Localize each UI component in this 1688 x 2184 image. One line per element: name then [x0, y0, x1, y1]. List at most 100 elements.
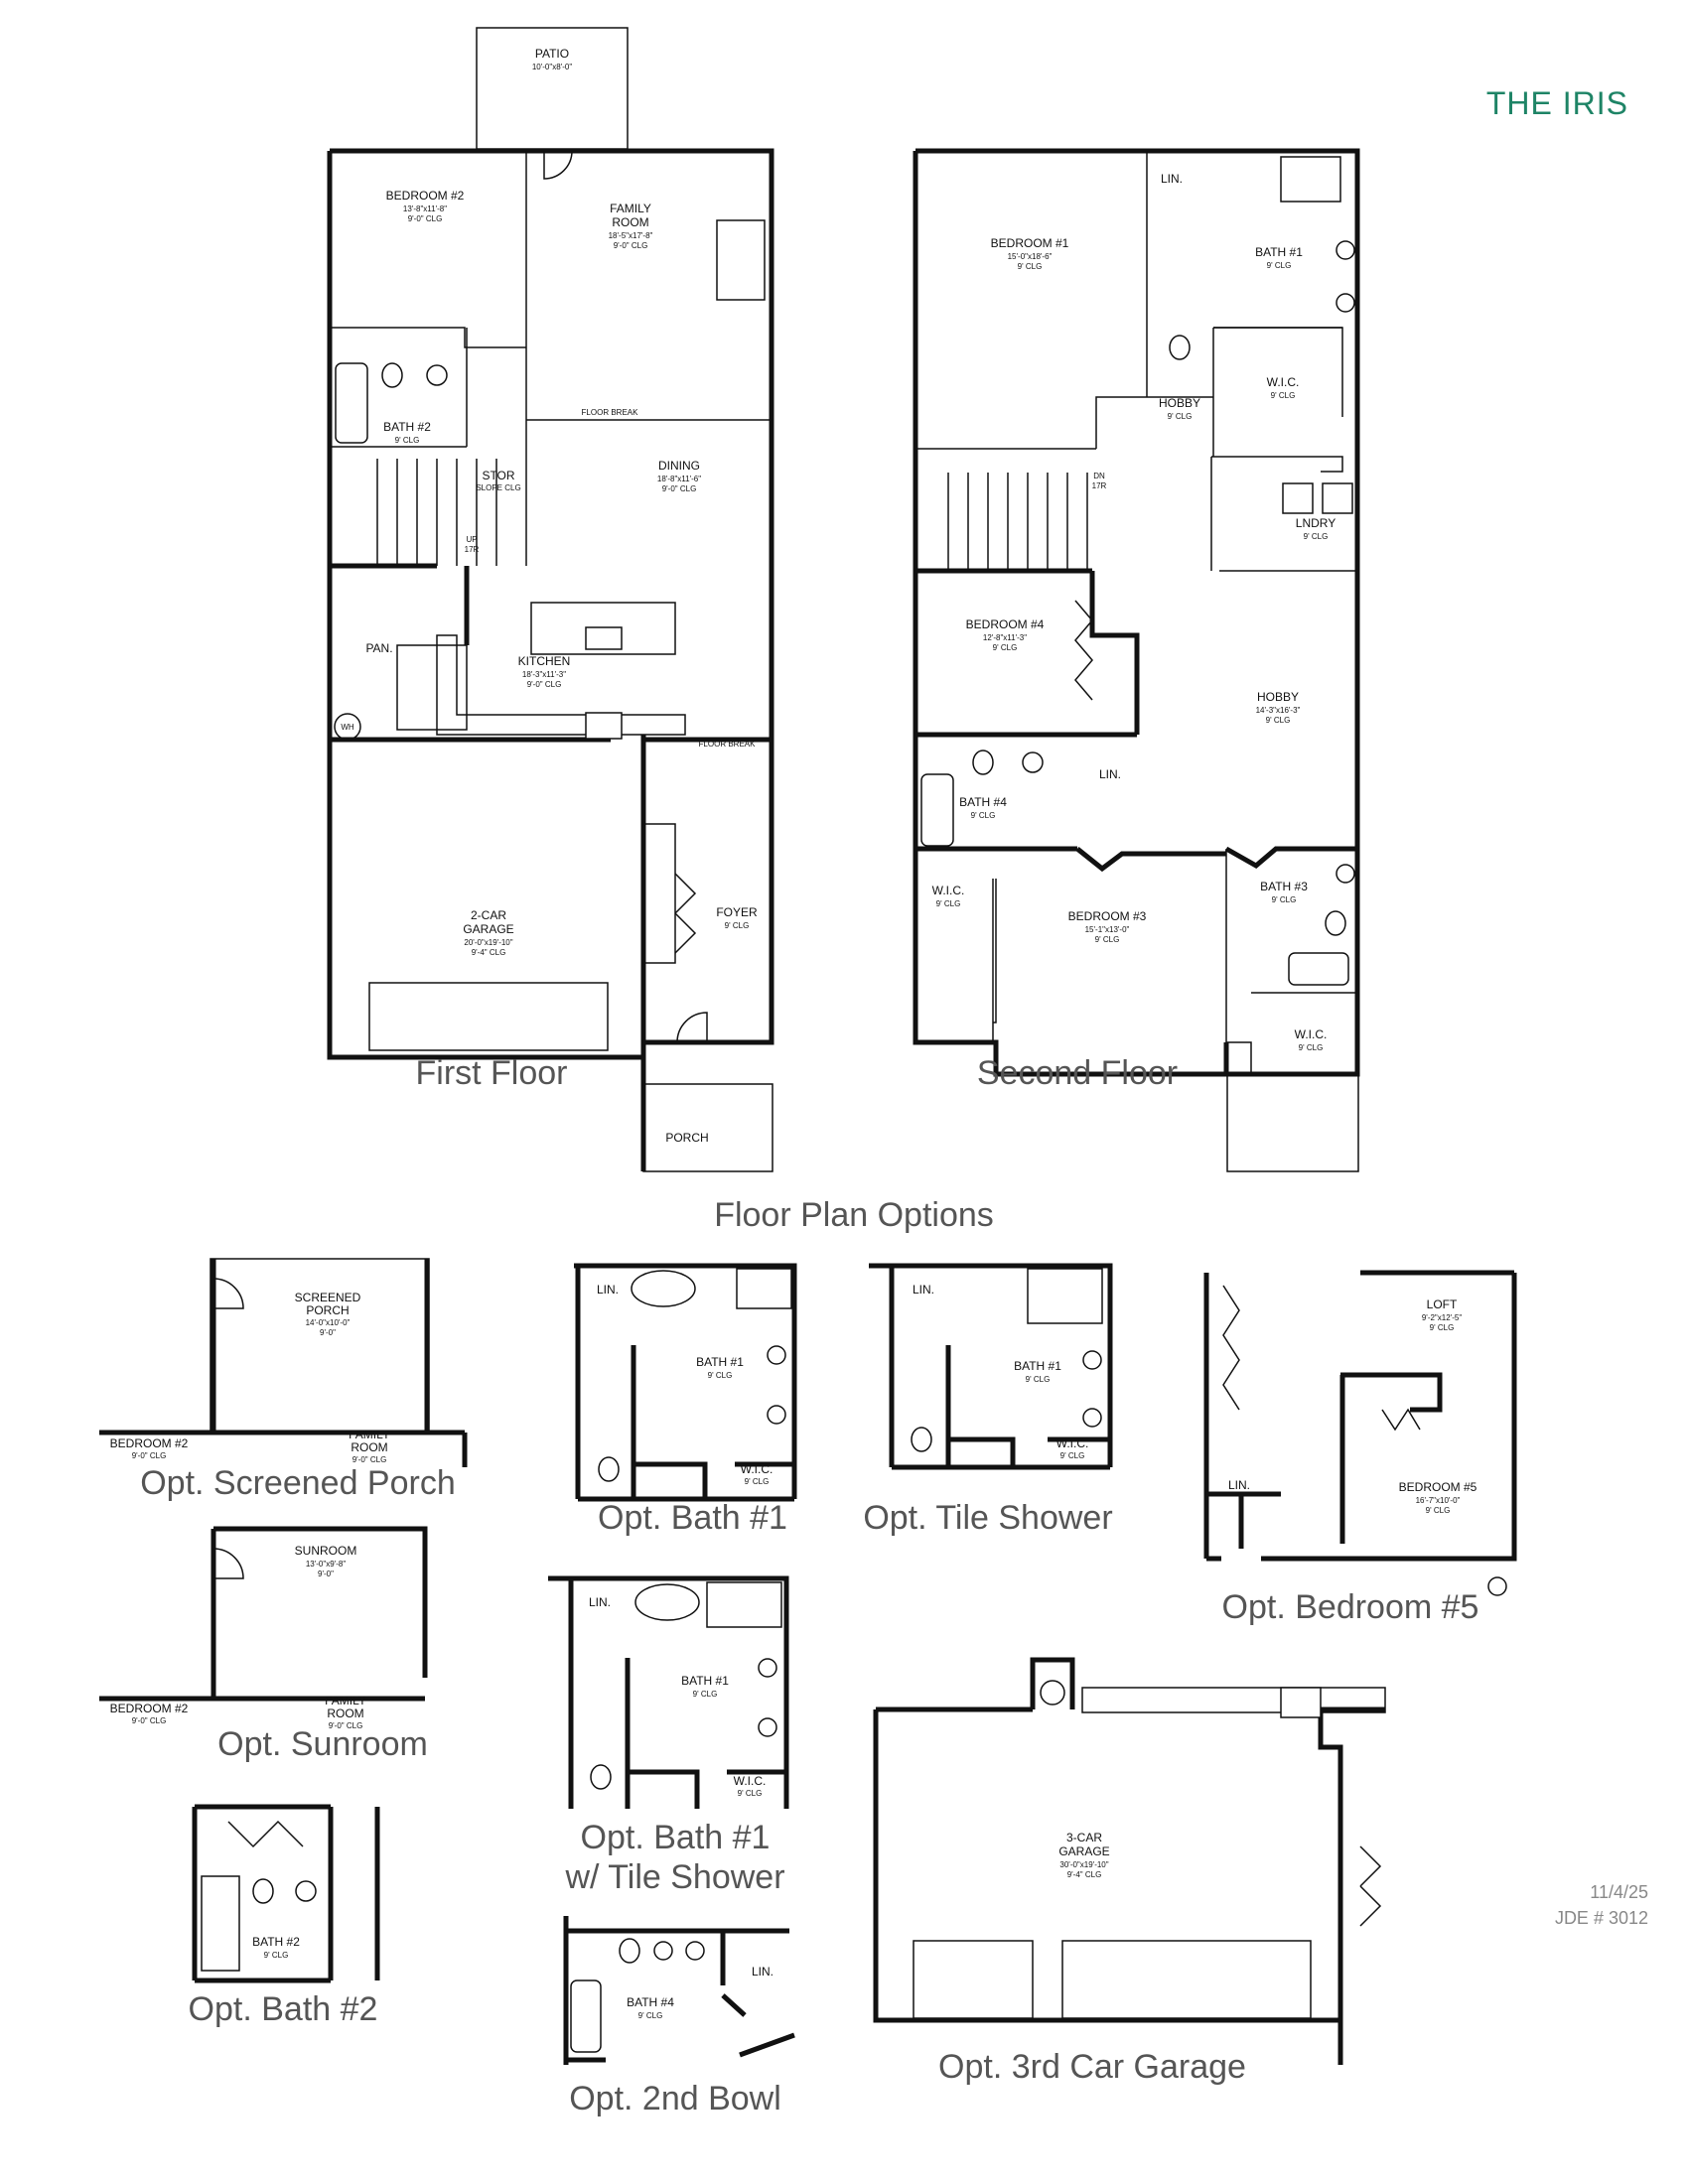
plan-title: THE IRIS [1485, 85, 1628, 121]
dining-label: DINING [658, 459, 700, 473]
bedroom2-walls [330, 151, 527, 566]
bath1-walls [915, 151, 1343, 571]
opt-bath2-walls [192, 1804, 380, 1983]
opt-tile-shower-bath-ceiling: 9' CLG [1026, 1375, 1051, 1384]
sunroom-door-icon [212, 1548, 244, 1579]
opt-bath2-ceiling: 9' CLG [264, 1951, 289, 1960]
wic-left-label: W.I.C. [932, 884, 965, 897]
loft-label: LOFT [1427, 1297, 1458, 1311]
kitchen-sink-icon [585, 626, 623, 650]
bedroom5-dims: 16'-7"x10'-0" [1416, 1496, 1461, 1505]
toilet-icon [972, 750, 994, 775]
opt-bath1-label: BATH #1 [696, 1355, 744, 1369]
sink-icon [653, 1941, 673, 1961]
front-door-icon [676, 1012, 708, 1043]
opt-bath1-tile-caption-2: w/ Tile Shower [565, 1858, 785, 1896]
sunroom-family-label-2: ROOM [327, 1706, 363, 1720]
sunroom-family-ceiling: 9'-0" CLG [329, 1721, 363, 1730]
screened-porch-walls [99, 1259, 468, 1467]
garage-label: 2-CAR [471, 908, 506, 922]
bath2-ceiling: 9' CLG [395, 436, 420, 445]
opt-garage-ceiling: 9'-4" CLG [1067, 1870, 1102, 1879]
linen-top-label: LIN. [1161, 172, 1183, 186]
range-icon [585, 712, 623, 740]
plan-jde-number: JDE # 3012 [1554, 1908, 1648, 1928]
stair-risers-label: 17R [465, 545, 480, 554]
opt-tile-shower-bath-label: BATH #1 [1014, 1359, 1061, 1373]
plan-date: 11/4/25 [1590, 1882, 1648, 1902]
stair-risers-label: 17R [1092, 481, 1107, 490]
garage-door [913, 1940, 1034, 2019]
sink-icon [1336, 240, 1355, 260]
hobby-dims: 14'-3"x16'-3" [1256, 706, 1301, 715]
first-floor-caption: First Floor [415, 1054, 568, 1092]
bathtub-icon [1288, 952, 1349, 986]
bath3-ceiling: 9' CLG [1272, 895, 1297, 904]
sink-icon [1336, 864, 1355, 884]
toilet-icon [1169, 335, 1191, 360]
hobby-ceiling: 9' CLG [1266, 716, 1291, 725]
option-bath1: LIN. BATH #1 9' CLG W.I.C. 9' CLG [574, 1263, 797, 1502]
sink-icon [1082, 1408, 1102, 1428]
bedroom5-label: BEDROOM #5 [1399, 1480, 1477, 1494]
wic-lndry-walls [1213, 327, 1357, 572]
hobby-small-label: HOBBY [1159, 396, 1200, 410]
closet-door-icon [1359, 1845, 1382, 1927]
screened-porch-door-icon [212, 1278, 244, 1309]
option-screened-porch: SCREENED PORCH 14'-0"x10'-0" 9'-0" BEDRO… [99, 1258, 468, 1467]
first-floor-interior-walls [330, 563, 772, 1042]
bedroom4-dims: 12'-8"x11'-3" [983, 633, 1027, 642]
option-3rd-car-garage: 3-CAR GARAGE 30'-0"x19'-10" 9'-4" CLG [873, 1657, 1386, 2065]
tile-shower-icon [706, 1581, 782, 1628]
pantry-label: PAN. [365, 641, 392, 655]
toilet-icon [911, 1427, 932, 1452]
tile-shower-icon [1027, 1268, 1103, 1324]
floor-break-label-2: FLOOR BREAK [699, 740, 757, 749]
bedroom1-ceiling: 9' CLG [1018, 262, 1043, 271]
family-room-label-2: ROOM [612, 215, 648, 229]
dining-dims: 18'-8"x11'-6" [657, 475, 701, 483]
sink-icon [295, 1880, 317, 1902]
bath1-ceiling: 9' CLG [1267, 261, 1292, 270]
pantry-walls [396, 644, 468, 731]
laundry-ceiling: 9' CLG [1304, 532, 1329, 541]
opt-bath1-tile-caption: Opt. Bath #1 [580, 1819, 771, 1856]
opt-bath1-caption: Opt. Bath #1 [598, 1499, 787, 1537]
opt-garage-walls [873, 1657, 1385, 2065]
opt-2nd-bowl-walls [563, 1916, 795, 2065]
dining-ceiling: 9'-0" CLG [662, 484, 697, 493]
bath3-label: BATH #3 [1260, 880, 1308, 893]
second-floor-caption: Second Floor [976, 1054, 1179, 1092]
garage-dims: 20'-0"x19'-10" [464, 938, 512, 947]
opt-bath2-caption: Opt. Bath #2 [188, 1990, 378, 2028]
opt-garage-label: 3-CAR [1066, 1831, 1102, 1844]
water-heater-label: WH [341, 723, 354, 732]
porch-label: PORCH [665, 1131, 708, 1145]
sink-icon [685, 1941, 705, 1961]
bath2-label: BATH #2 [383, 420, 431, 434]
screened-porch-family-ceiling: 9'-0" CLG [352, 1455, 387, 1464]
sink-icon [758, 1658, 777, 1678]
opt-bath1-walls [574, 1263, 797, 1502]
sunroom-walls [99, 1526, 428, 1702]
first-floor-plan: PATIO 10'-0"x8'-0" BEDROOM #2 13'-8"x11'… [327, 27, 774, 1172]
soaking-tub-icon [634, 1583, 700, 1621]
laundry-label: LNDRY [1296, 516, 1336, 530]
opt-bedroom5-caption: Opt. Bedroom #5 [1221, 1588, 1479, 1626]
screened-porch-label-2: PORCH [306, 1303, 349, 1317]
bedroom4-label: BEDROOM #4 [966, 617, 1045, 631]
toilet-icon [381, 362, 403, 388]
kitchen-label: KITCHEN [518, 654, 571, 668]
bedroom1-label: BEDROOM #1 [991, 236, 1069, 250]
bedroom4-ceiling: 9' CLG [993, 643, 1018, 652]
bedroom3-label: BEDROOM #3 [1068, 909, 1147, 923]
screened-porch-ceiling: 9'-0" [320, 1328, 336, 1337]
kitchen-island [530, 602, 676, 655]
bath3-walls [1225, 849, 1357, 1074]
opt-2nd-bowl-linen-label: LIN. [752, 1965, 774, 1979]
screened-porch-bedroom-label: BEDROOM #2 [110, 1436, 189, 1450]
stairs-treads [376, 459, 497, 566]
bedroom2-label: BEDROOM #2 [386, 189, 465, 203]
family-room-dims: 18'-5"x17'-8" [609, 231, 653, 240]
foyer-closet [643, 823, 676, 964]
